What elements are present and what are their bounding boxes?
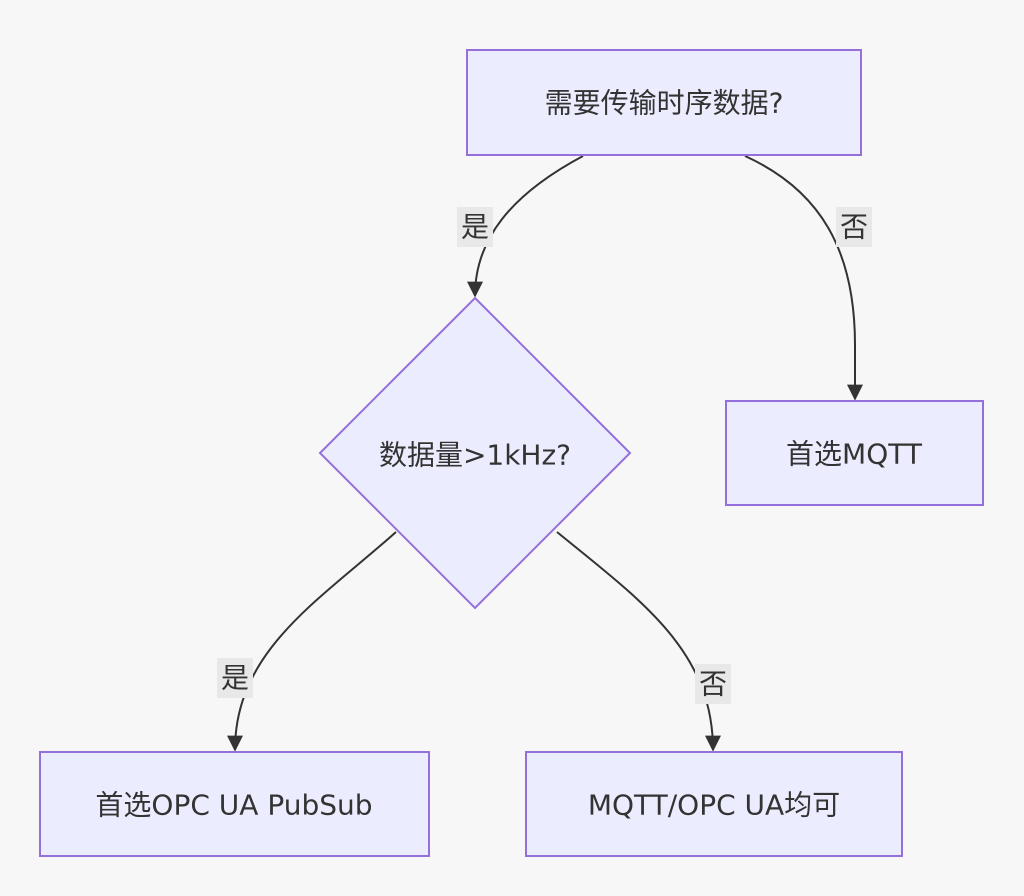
edge-label-q1-yes: 是 [457, 207, 493, 247]
edge-label-q2-yes: 是 [217, 658, 253, 698]
edge-label-q2-no-text: 否 [699, 668, 727, 701]
node-need-timeseries: 需要传输时序数据? [466, 49, 862, 156]
node-either-protocol: MQTT/OPC UA均可 [525, 751, 903, 857]
edge-label-q2-no: 否 [695, 664, 731, 704]
node-either-protocol-label: MQTT/OPC UA均可 [588, 789, 840, 822]
node-prefer-opcua-pubsub: 首选OPC UA PubSub [39, 751, 430, 857]
node-need-timeseries-label: 需要传输时序数据? [545, 87, 784, 120]
edge-q2-yes [227, 531, 397, 752]
node-prefer-mqtt-label: 首选MQTT [786, 438, 923, 471]
node-data-rate-decision: 数据量>1kHz? [318, 296, 632, 610]
node-prefer-opcua-pubsub-label: 首选OPC UA PubSub [95, 789, 372, 822]
edge-q1-yes [467, 155, 584, 298]
edge-q2-no [556, 531, 721, 752]
node-prefer-mqtt: 首选MQTT [725, 400, 984, 506]
edge-label-q2-yes-text: 是 [221, 662, 249, 695]
edge-label-q1-no-text: 否 [840, 211, 868, 244]
edge-label-q1-yes-text: 是 [461, 211, 489, 244]
edge-label-q1-no: 否 [836, 207, 872, 247]
node-data-rate-decision-label: 数据量>1kHz? [379, 439, 571, 472]
edge-q1-no [744, 155, 863, 401]
edges [227, 155, 863, 752]
